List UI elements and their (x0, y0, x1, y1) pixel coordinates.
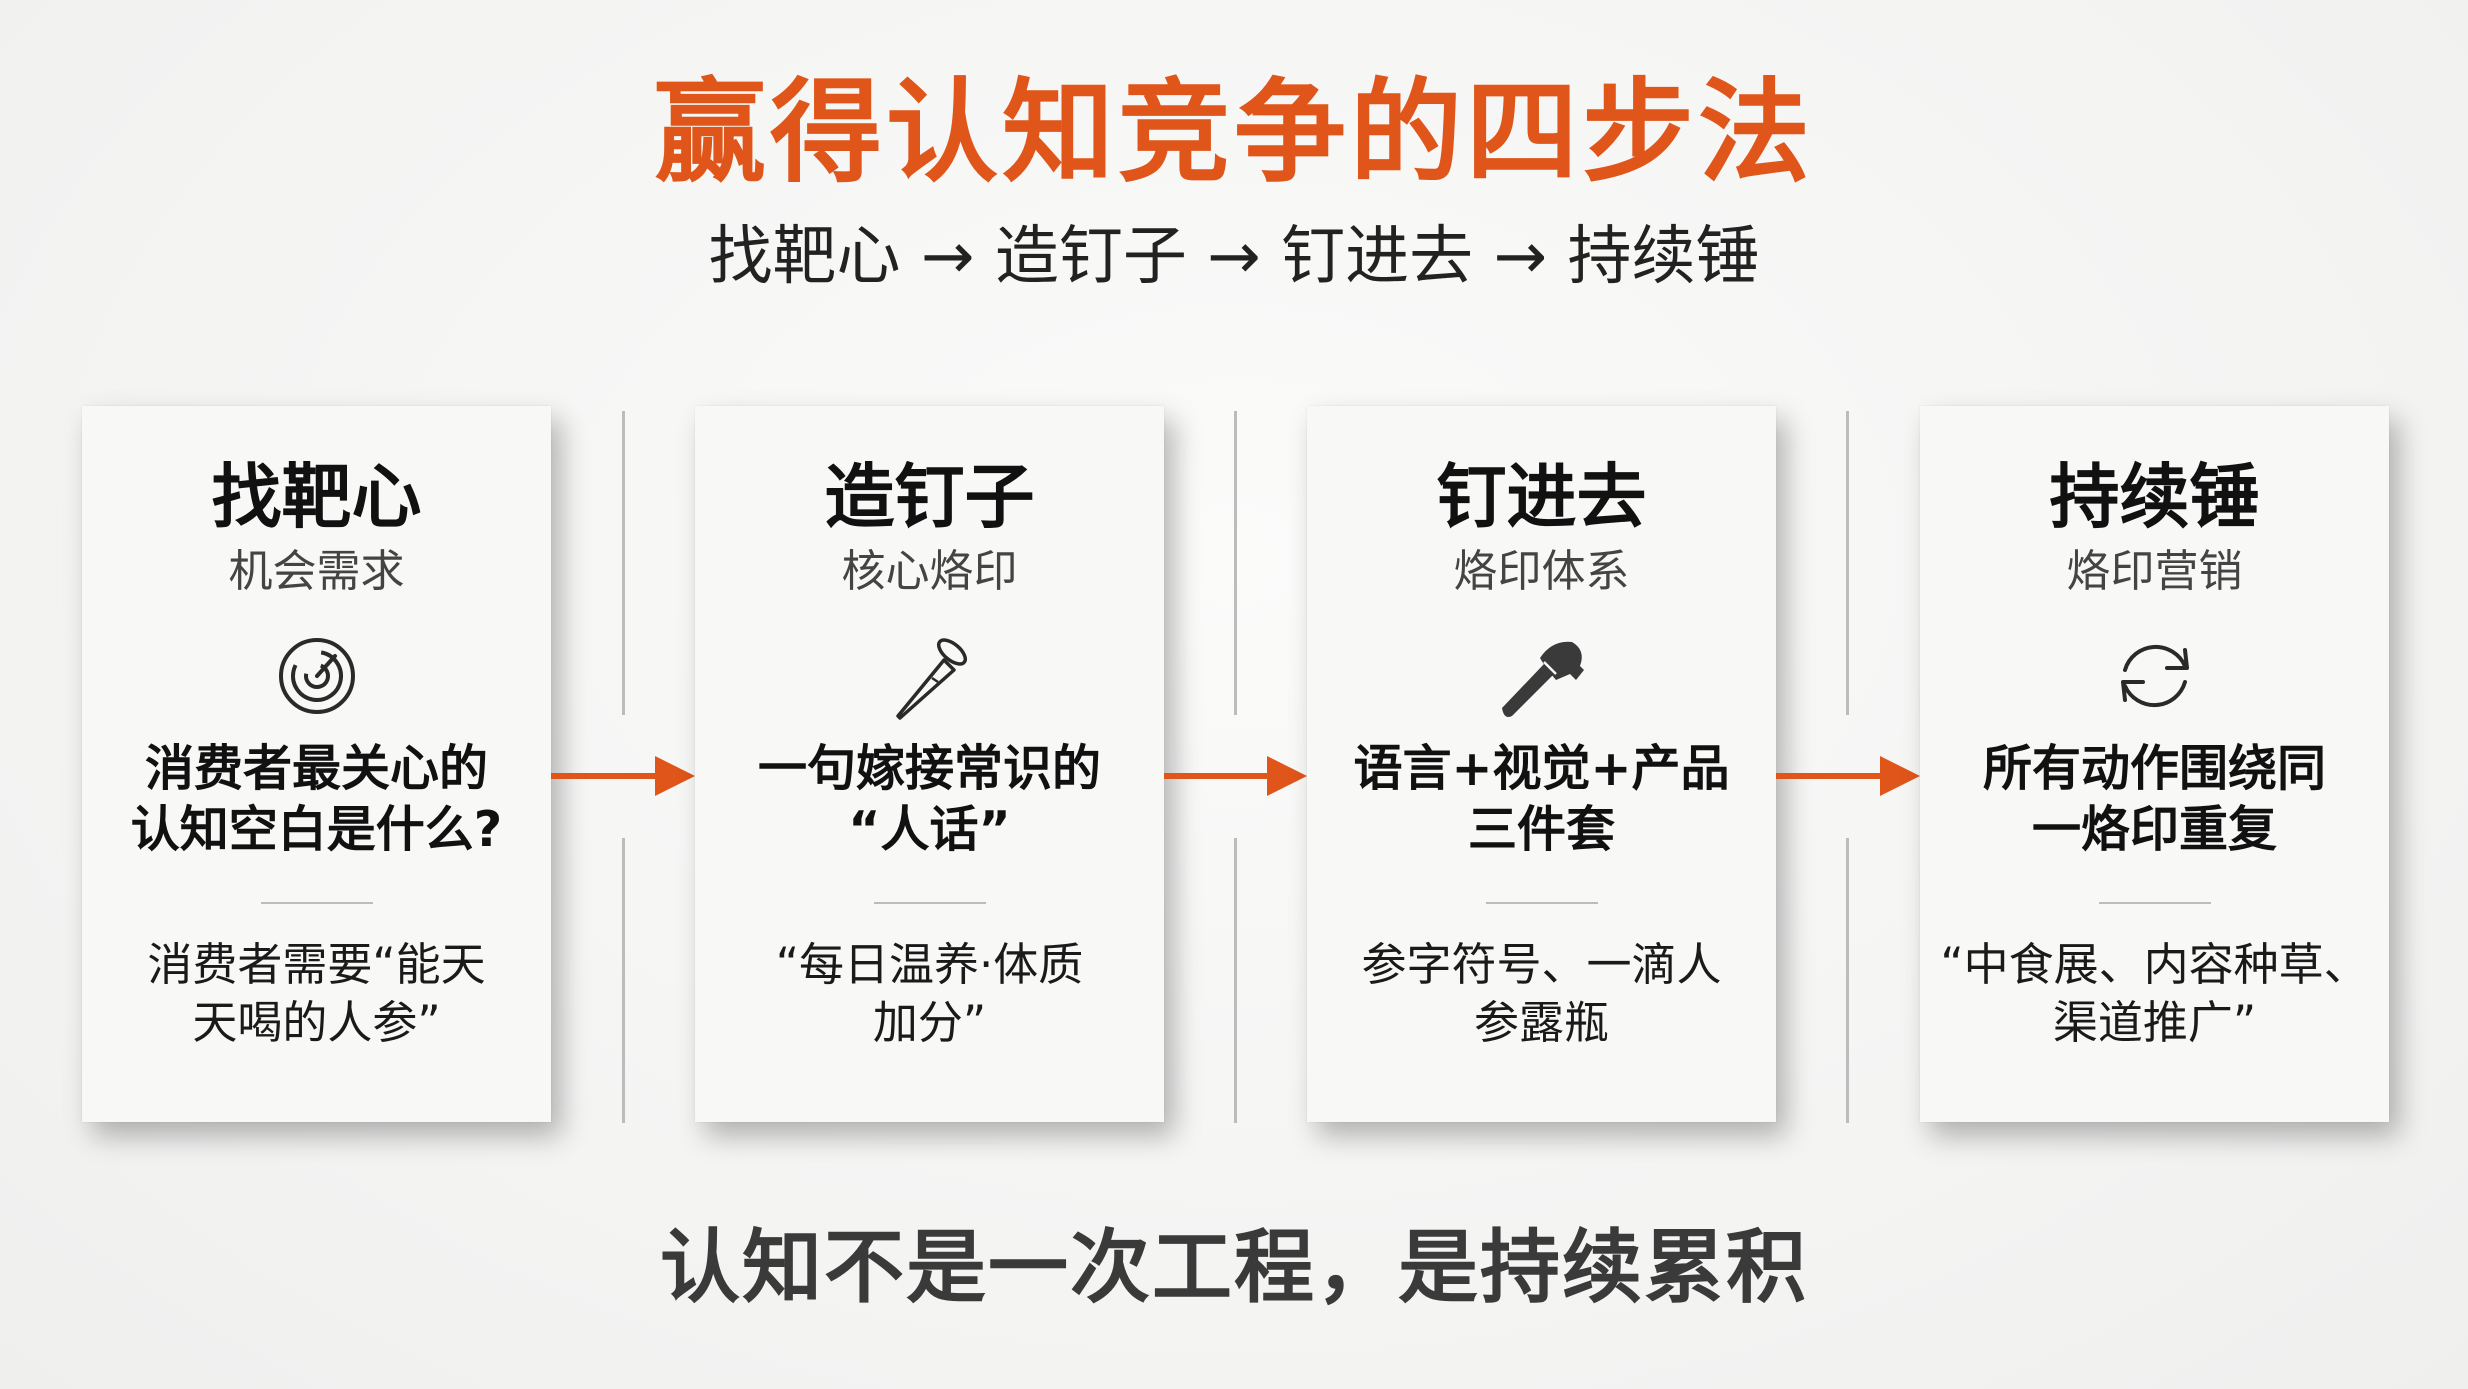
footer-tagline: 认知不是一次工程，是持续累积 (660, 1221, 1808, 1314)
example-line-2: 渠道推广” (2052, 996, 2257, 1049)
example-line-2: 加分” (872, 996, 987, 1049)
refresh-cycle-icon (2120, 644, 2189, 708)
arrow-right-icon (551, 756, 695, 796)
card-divider (260, 902, 373, 904)
key-question-line-1: 一句嫁接常识的 (757, 740, 1101, 797)
key-question-line-2: 认知空白是什么? (130, 801, 503, 858)
process-summary: 找靶心 → 造钉子 → 钉进去 → 持续锤 (708, 220, 1760, 294)
step-key-question: 语言+视觉+产品 三件套 (1327, 738, 1756, 860)
step-card-drive-in: 钉进去 烙印体系 语言+视觉+产品 三件套 参字符号、一滴人 参露瓶 (1307, 406, 1776, 1122)
step-key-question: 一句嫁接常识的 “人话” (715, 738, 1144, 860)
example-line-2: 天喝的人参” (192, 996, 441, 1049)
example-line-1: “每日温养·体质 (775, 938, 1084, 991)
card-divider (1485, 902, 1598, 904)
step-subtitle: 烙印营销 (2066, 546, 2243, 597)
step-title: 持续锤 (2049, 456, 2260, 538)
key-question-line-2: 一烙印重复 (2031, 801, 2277, 858)
column-divider-3-top (1846, 411, 1849, 715)
column-divider-3-bottom (1846, 838, 1849, 1123)
card-divider (2098, 902, 2211, 904)
step-key-question: 消费者最关心的 认知空白是什么? (102, 738, 531, 860)
step-example: 参字符号、一滴人 参露瓶 (1327, 936, 1756, 1052)
arrow-right-icon (1164, 756, 1307, 796)
step-title: 找靶心 (211, 456, 422, 538)
key-question-line-2: 三件套 (1467, 801, 1615, 858)
step-subtitle: 烙印体系 (1453, 546, 1630, 597)
page-title: 赢得认知竞争的四步法 (654, 68, 1814, 198)
nail-icon (895, 638, 967, 720)
key-question-line-1: 语言+视觉+产品 (1353, 740, 1730, 797)
step-example: 消费者需要“能天 天喝的人参” (102, 936, 531, 1052)
column-divider-1-top (622, 411, 625, 715)
step-example: “中食展、内容种草、 渠道推广” (1940, 936, 2369, 1052)
step-title: 造钉子 (824, 456, 1035, 538)
step-card-find-target: 找靶心 机会需求 消费者最关心的 认知空白是什么? 消费者需要“能天 天喝的人参… (82, 406, 551, 1122)
column-divider-1-bottom (622, 838, 625, 1123)
example-line-1: “中食展、内容种草、 (1940, 938, 2369, 991)
key-question-line-1: 所有动作围绕同 (1982, 740, 2326, 797)
example-line-1: 消费者需要“能天 (147, 938, 486, 991)
key-question-line-1: 消费者最关心的 (144, 740, 488, 797)
step-card-make-nail: 造钉子 核心烙印 一句嫁接常识的 “人话” “每日温养·体质 加分” (695, 406, 1164, 1122)
key-question-line-2: “人话” (848, 801, 1011, 858)
target-icon (278, 638, 355, 714)
example-line-2: 参露瓶 (1473, 996, 1609, 1049)
step-key-question: 所有动作围绕同 一烙印重复 (1940, 738, 2369, 860)
column-divider-2-top (1234, 411, 1237, 715)
card-divider (873, 902, 986, 904)
step-title: 钉进去 (1436, 456, 1647, 538)
step-subtitle: 机会需求 (228, 546, 405, 597)
step-card-keep-hammering: 持续锤 烙印营销 所有动作围绕同 一烙印重复 “中食展、内容种草、 渠道推广” (1920, 406, 2389, 1122)
arrow-right-icon (1776, 756, 1920, 796)
step-subtitle: 核心烙印 (841, 546, 1018, 597)
step-example: “每日温养·体质 加分” (715, 936, 1144, 1052)
column-divider-2-bottom (1234, 838, 1237, 1123)
hammer-icon (1501, 641, 1584, 717)
example-line-1: 参字符号、一滴人 (1361, 938, 1722, 991)
